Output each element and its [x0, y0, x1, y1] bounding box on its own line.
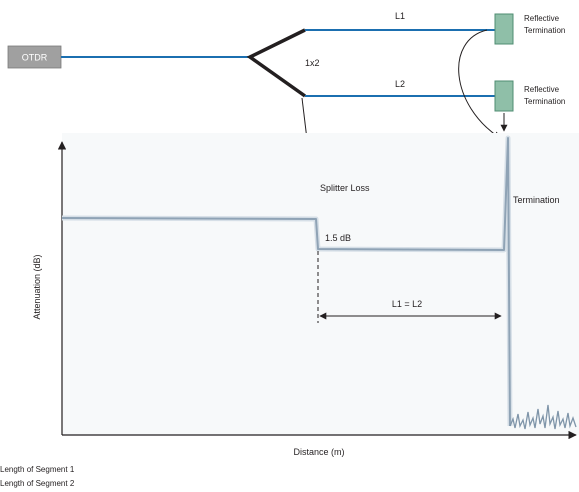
footnote-1: Length of Segment 1 [0, 465, 75, 474]
x-axis-label: Distance (m) [293, 447, 344, 457]
otdr-trace-plot: L1 = L2 Splitter Loss 1.5 dB Termination… [32, 133, 579, 457]
reflective-termination-1 [494, 13, 514, 45]
branch-1-label: L1 [395, 11, 405, 21]
termination-1-line-1: Reflective [524, 14, 560, 23]
termination-2-label: Reflective Termination [524, 85, 565, 106]
termination-2-line-1: Reflective [524, 85, 560, 94]
branch-2-label: L2 [395, 79, 405, 89]
splitter-label: 1x2 [305, 58, 320, 68]
otdr-label: OTDR [22, 53, 48, 63]
termination-1-line-2: Termination [524, 26, 565, 35]
loss-value-label: 1.5 dB [325, 233, 351, 243]
plot-area [62, 133, 579, 435]
splitter-symbol [246, 28, 307, 98]
network-schematic: OTDR 1x2 L1 L2 Reflective Termination Re… [7, 11, 565, 215]
reflective-termination-2 [494, 80, 514, 112]
termination-label: Termination [513, 195, 560, 205]
termination-1-arrow [458, 29, 501, 139]
termination-2-line-2: Termination [524, 97, 565, 106]
otdr-trace [61, 137, 511, 427]
y-axis-label: Attenuation (dB) [32, 254, 42, 319]
footnotes: Length of Segment 1 Length of Segment 2 [0, 465, 75, 488]
splitter-loss-label: Splitter Loss [320, 183, 370, 193]
distance-label: L1 = L2 [392, 299, 422, 309]
footnote-2: Length of Segment 2 [0, 479, 75, 488]
noise-floor [509, 404, 577, 430]
termination-1-label: Reflective Termination [524, 14, 565, 35]
